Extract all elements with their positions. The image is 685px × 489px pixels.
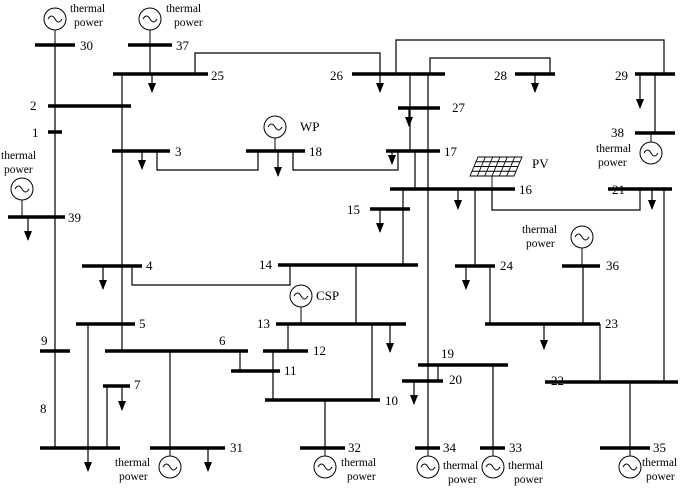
bus-label-13: 13 — [257, 316, 270, 331]
bus-label-11: 11 — [284, 363, 297, 378]
bus-label-9: 9 — [41, 333, 48, 348]
gen-label-36-l2: power — [526, 238, 555, 250]
bus-label-36: 36 — [606, 258, 620, 273]
sine-icon-34 — [420, 463, 436, 471]
gen-label-wp: WP — [300, 119, 320, 134]
gen-label-39-l1: thermal — [1, 150, 36, 162]
sine-icon-csp — [293, 292, 309, 300]
sine-icon-36 — [574, 233, 590, 241]
bus-label-23: 23 — [605, 316, 618, 331]
bus-label-30: 30 — [80, 38, 93, 53]
gen-label-pv: PV — [532, 156, 549, 171]
bus-label-29: 29 — [615, 68, 628, 83]
bus-label-39: 39 — [68, 210, 81, 225]
sine-icon-33 — [485, 463, 501, 471]
bus-label-3: 3 — [175, 144, 182, 159]
gen-label-36-l1: thermal — [522, 224, 557, 236]
gen-label-32-l1: thermal — [341, 457, 376, 469]
gen-label-31-l1: thermal — [115, 457, 150, 469]
line-4-14 — [131, 265, 291, 286]
bus-label-6: 6 — [219, 333, 226, 348]
bus-label-19: 19 — [441, 346, 454, 361]
bus-label-31: 31 — [230, 440, 243, 455]
sine-icon-39 — [14, 185, 30, 193]
sine-icon-31 — [162, 463, 178, 471]
sine-icon-38 — [643, 149, 659, 157]
gen-label-33-l1: thermal — [508, 460, 543, 472]
sine-icon-30 — [47, 15, 63, 23]
bus-label-38: 38 — [611, 125, 624, 140]
bus-label-33: 33 — [509, 440, 522, 455]
loads — [24, 74, 656, 472]
line-26-29 — [395, 39, 665, 74]
generators — [10, 7, 663, 479]
bus-label-20: 20 — [449, 372, 462, 387]
gen-label-34-l1: thermal — [443, 460, 478, 472]
gen-label-31-l2: power — [119, 471, 148, 483]
bus-label-4: 4 — [146, 258, 153, 273]
gen-label-34-l2: power — [448, 474, 477, 486]
gen-label-38-l2: power — [598, 157, 627, 169]
sine-icon-35 — [622, 463, 638, 471]
gen-label-35-l1: thermal — [642, 457, 677, 469]
bus-label-10: 10 — [385, 393, 398, 408]
gen-label-csp: CSP — [316, 288, 339, 303]
bus-label-15: 15 — [347, 202, 360, 217]
bus-label-28: 28 — [494, 68, 507, 83]
bus-bars — [8, 43, 678, 450]
bus-label-14: 14 — [259, 257, 273, 272]
gen-label-30-l1: thermal — [70, 3, 105, 15]
bus-label-17: 17 — [444, 144, 458, 159]
line-25-26 — [194, 52, 381, 74]
bus-label-24: 24 — [500, 258, 514, 273]
gen-label-35-l2: power — [646, 471, 675, 483]
sine-icon-wp — [267, 123, 283, 131]
gen-label-37-l1: thermal — [166, 3, 201, 15]
bus-labels: 30 37 25 26 28 29 2 27 1 38 3 18 17 16 2… — [30, 38, 666, 455]
bus-label-37: 37 — [176, 38, 190, 53]
generator-labels: thermal power thermal power WP PV therma… — [1, 3, 677, 486]
bus-label-21: 21 — [612, 182, 625, 197]
transmission-lines — [54, 39, 665, 448]
gen-label-32-l2: power — [347, 471, 376, 483]
gen-label-30-l2: power — [74, 17, 103, 29]
line-16-21 — [491, 189, 641, 211]
bus-label-22: 22 — [551, 373, 564, 388]
line-18-17 — [292, 151, 399, 171]
bus-label-34: 34 — [443, 440, 457, 455]
bus-label-5: 5 — [139, 316, 146, 331]
bus-label-35: 35 — [653, 440, 666, 455]
bus-label-2: 2 — [30, 98, 37, 113]
bus-label-18: 18 — [309, 144, 322, 159]
sine-icon-37 — [142, 15, 158, 23]
bus-label-8: 8 — [40, 401, 47, 416]
gen-label-33-l2: power — [514, 474, 543, 486]
line-3-18 — [156, 151, 259, 171]
bus-label-27: 27 — [452, 100, 466, 115]
bus-label-7: 7 — [134, 377, 141, 392]
solar-panel-icon — [469, 156, 523, 189]
sine-icon-32 — [317, 463, 333, 471]
bus-label-12: 12 — [313, 343, 326, 358]
gen-label-37-l2: power — [174, 17, 203, 29]
gen-label-39-l2: power — [4, 164, 33, 176]
bus-label-25: 25 — [211, 68, 224, 83]
gen-label-38-l1: thermal — [596, 143, 631, 155]
bus-label-16: 16 — [519, 182, 533, 197]
bus-label-1: 1 — [32, 125, 39, 140]
line-26-28 — [429, 57, 551, 74]
bus-label-32: 32 — [348, 440, 361, 455]
bus-label-26: 26 — [330, 68, 344, 83]
